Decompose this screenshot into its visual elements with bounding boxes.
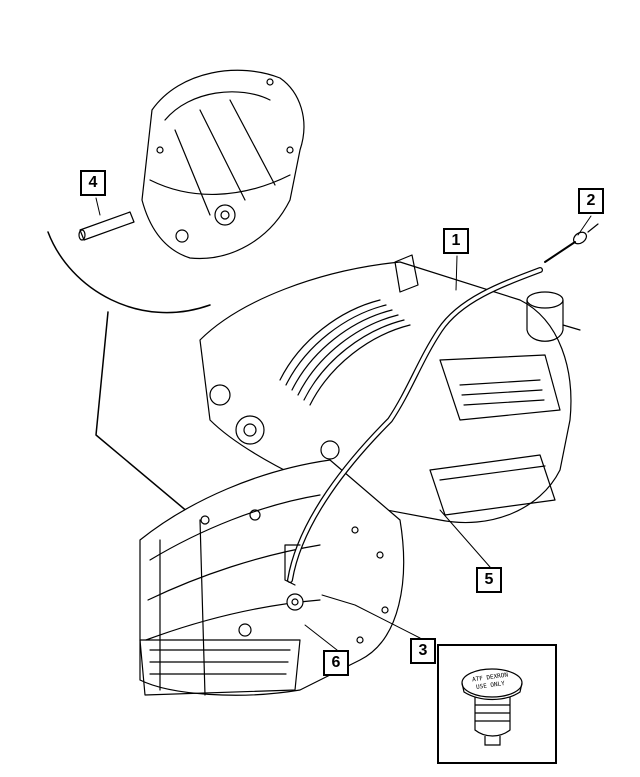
inset-box	[437, 644, 557, 764]
transmission-body	[139, 459, 405, 696]
callout-4: 4	[80, 170, 106, 196]
dipstick-part-2	[544, 223, 599, 263]
callout-3: 3	[410, 638, 436, 664]
callout-6: 6	[323, 650, 349, 676]
callout-leaders	[304, 215, 592, 651]
coolant-reservoir	[526, 291, 581, 342]
bell-housing-detail	[141, 69, 305, 260]
dipstick-tube-part-1	[284, 267, 543, 586]
tube-part-4	[78, 197, 135, 241]
callout-5: 5	[476, 567, 502, 593]
callout-1: 1	[443, 228, 469, 254]
detail-leader-line	[95, 311, 196, 519]
detail-circle-arc	[47, 231, 211, 314]
callout-2: 2	[578, 188, 604, 214]
